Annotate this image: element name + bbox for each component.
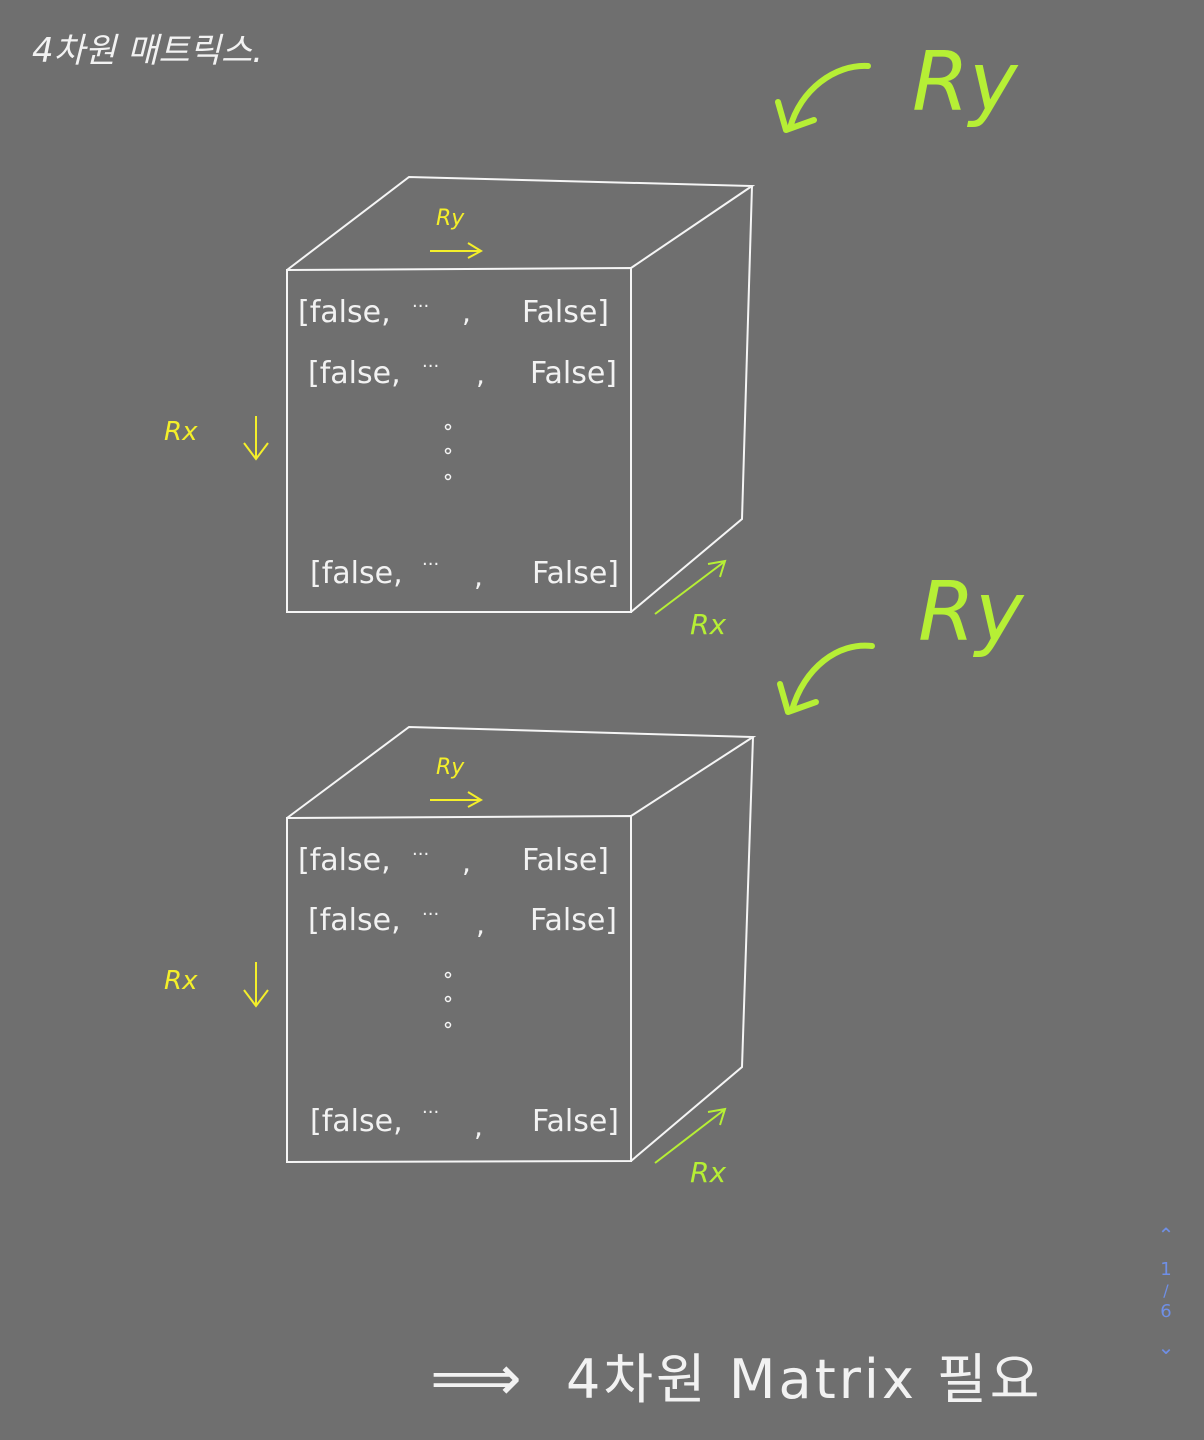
cube-2-row-1-dots: ··· (412, 844, 429, 865)
page-separator: / (1163, 1281, 1169, 1300)
cube-2-side-face (630, 736, 754, 1162)
cube-1: Ry Ry Rx [false, ··· , False] [false, ··… (164, 35, 1019, 641)
cube-2-row-1-first: [false, (298, 843, 391, 878)
big-curved-arrow-2 (789, 642, 875, 713)
cube-2: Ry Ry Rx [false, ··· , False] [false, ··… (164, 565, 1025, 1189)
cube-1-row-3-comma: , (474, 560, 483, 593)
cube-2-row-2-comma: , (476, 908, 485, 941)
cube-2-depth-rx-label: Rx (690, 1156, 726, 1189)
cube-1-row-1-last: False] (522, 295, 609, 330)
cube-2-side-rx-label: Rx (164, 966, 198, 996)
cube-1-vdot-1 (444, 423, 452, 431)
big-ry-label-1: Ry (912, 35, 1019, 130)
cube-2-top-face (286, 725, 757, 819)
cube-2-row-3-last: False] (532, 1104, 619, 1139)
big-arrowhead-1 (775, 99, 817, 133)
cube-1-side-rx-label: Rx (164, 417, 198, 447)
cube-1-row-1-first: [false, (298, 295, 391, 330)
cube-2-top-ry-label: Ry (436, 755, 465, 780)
chevron-up-icon[interactable]: ⌃ (1157, 1223, 1175, 1247)
cube-1-down-arrow (243, 416, 269, 461)
cube-2-vdot-2 (444, 995, 452, 1003)
cube-2-row-3-comma: , (474, 1110, 483, 1143)
cube-1-depth-rx-label: Rx (690, 608, 726, 641)
cube-2-row-1-comma: , (462, 846, 471, 879)
cube-1-row-1-comma: , (462, 296, 471, 329)
cube-2-row-2-first: [false, (308, 903, 401, 938)
cube-1-vdot-2 (444, 447, 452, 455)
cube-1-side-face (630, 185, 753, 613)
conclusion-arrow: ⟹ (430, 1342, 522, 1416)
cube-1-row-2-last: False] (530, 356, 617, 391)
page-title: 4차원 매트릭스. (32, 31, 263, 71)
cube-1-row-3-dots: ··· (422, 554, 439, 575)
cube-1-top-ry-label: Ry (436, 206, 465, 231)
cube-2-depth-arrow (654, 1107, 727, 1164)
total-page-count: 6 (1160, 1301, 1172, 1322)
cube-2-vdot-1 (444, 971, 452, 979)
cube-2-vdot-3 (444, 1021, 452, 1029)
cube-2-row-2-last: False] (530, 903, 617, 938)
chevron-down-icon[interactable]: ⌄ (1157, 1335, 1175, 1359)
big-arrowhead-2 (777, 681, 819, 715)
cube-2-row-1-last: False] (522, 843, 609, 878)
cube-1-row-2-comma: , (476, 358, 485, 391)
cube-1-row-1-dots: ··· (412, 296, 429, 317)
cube-1-top-face (286, 175, 756, 271)
page-navigator: ⌃ 1 / 6 ⌄ (1152, 1222, 1180, 1392)
cube-1-row-3-last: False] (532, 556, 619, 591)
current-page-number: 1 (1160, 1259, 1172, 1280)
cube-1-top-arrow (430, 242, 484, 259)
cube-1-row-3-first: [false, (310, 556, 403, 591)
cube-1-row-2-dots: ··· (422, 356, 439, 377)
cube-2-row-2-dots: ··· (422, 904, 439, 925)
cube-2-down-arrow (243, 962, 269, 1008)
cube-2-row-3-dots: ··· (422, 1102, 439, 1123)
conclusion-text: 4차원 Matrix 필요 (566, 1348, 1042, 1411)
cube-2-top-arrow (430, 791, 484, 808)
cube-1-vdot-3 (444, 473, 452, 481)
cube-1-depth-arrow (654, 559, 727, 615)
cube-1-row-2-first: [false, (308, 356, 401, 391)
big-curved-arrow-1 (787, 62, 871, 131)
cube-2-row-3-first: [false, (310, 1104, 403, 1139)
big-ry-label-2: Ry (918, 565, 1025, 660)
